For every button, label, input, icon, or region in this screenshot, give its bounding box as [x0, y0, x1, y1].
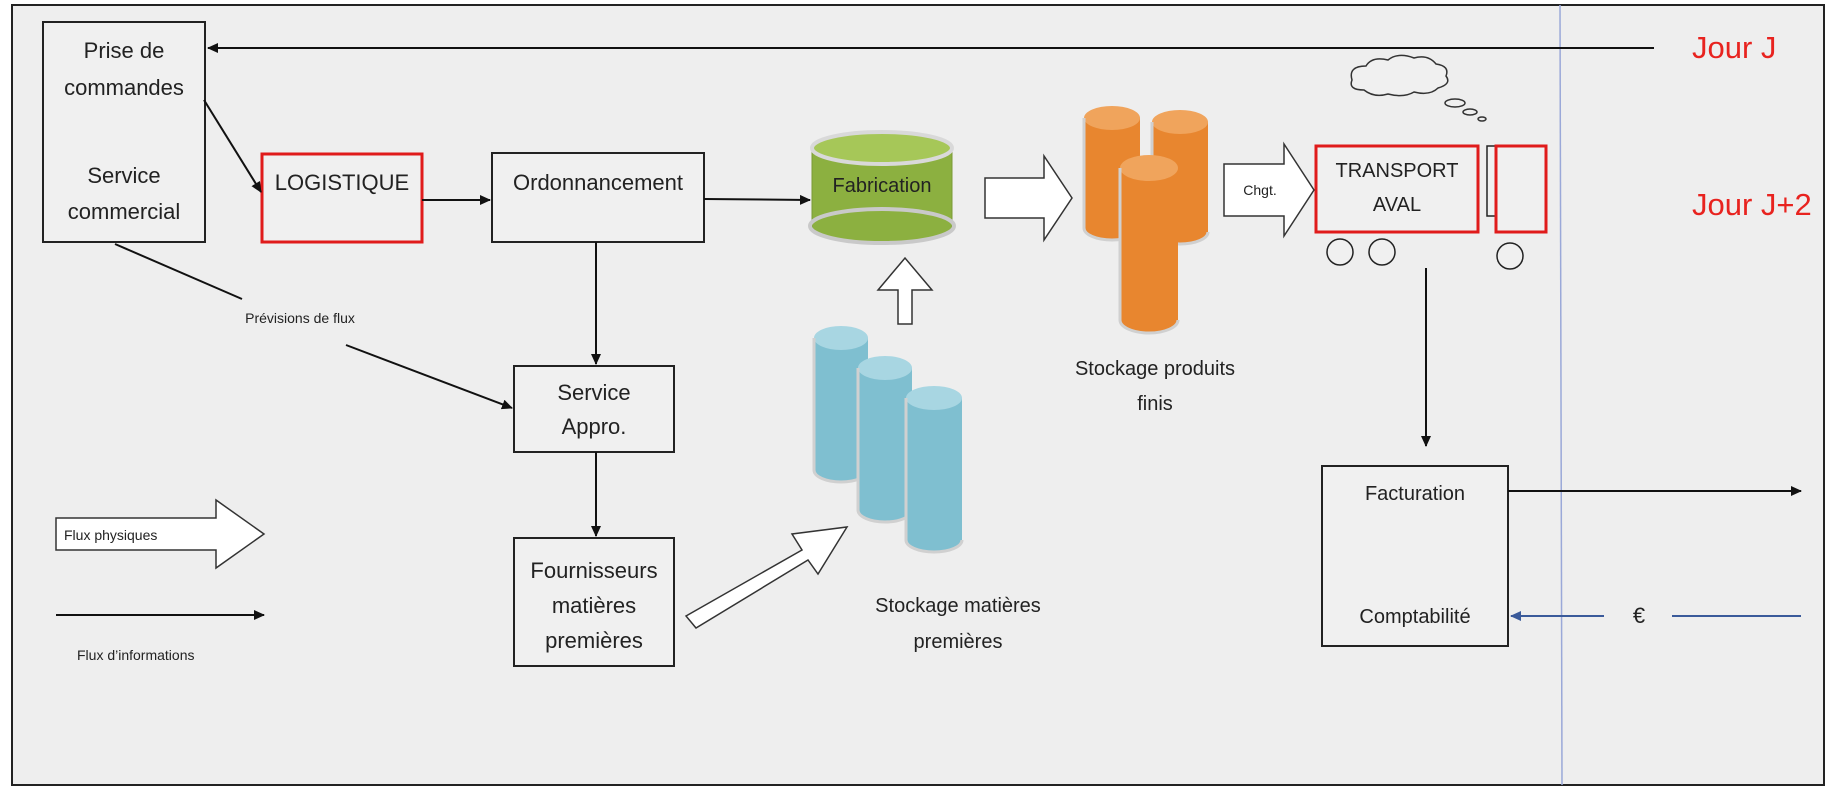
- billing-accounting-box: Facturation Comptabilité: [1321, 465, 1509, 647]
- stock-pf-line2: finis: [1137, 393, 1173, 415]
- stock-mp-line2: premières: [914, 631, 1003, 653]
- suppliers-to-stock-arrow: [684, 526, 849, 629]
- information-flow-arrows: [56, 43, 1802, 620]
- fab-to-stock-arrow: [984, 153, 1073, 243]
- service-appro-box: Service Appro.: [513, 365, 675, 453]
- legend-physical-label: Flux physiques: [64, 527, 157, 543]
- ordonnancement-box: Ordonnancement: [491, 152, 705, 243]
- physical-flow-arrows: [55, 141, 1315, 629]
- forecast-arrow: [345, 344, 513, 410]
- prise-line2: commandes: [64, 75, 184, 100]
- legend-physical-arrow: [55, 498, 266, 570]
- stock-mp-line1: Stockage matières: [875, 595, 1041, 617]
- transport-line1: TRANSPORT: [1336, 160, 1459, 182]
- prise-line1: Prise de: [84, 38, 165, 63]
- service-line1: Service: [87, 163, 160, 188]
- jour-j-label: Jour J: [1692, 30, 1776, 65]
- truck-icon: TRANSPORT AVAL: [1314, 54, 1548, 270]
- fourn-line3: premières: [545, 628, 643, 653]
- comptabilite-label: Comptabilité: [1359, 606, 1470, 628]
- facturation-label: Facturation: [1365, 483, 1465, 505]
- chgt-arrow: [1223, 141, 1315, 239]
- stock-to-fab-arrow: [876, 256, 934, 325]
- order-taking-box: Prise de commandes Service commercial: [42, 21, 206, 243]
- logistique-label: LOGISTIQUE: [275, 170, 409, 195]
- legend-info-label: Flux d’informations: [77, 647, 195, 663]
- chgt-label: Chgt.: [1243, 182, 1276, 198]
- fabrication-label: Fabrication: [833, 175, 932, 197]
- fabrication-cylinder: Fabrication: [808, 130, 956, 245]
- finished-goods-stock-icon: [1082, 106, 1210, 335]
- euro-label: €: [1633, 603, 1645, 628]
- fourn-line2: matières: [552, 593, 636, 618]
- service-line2: commercial: [68, 199, 180, 224]
- logistique-box: LOGISTIQUE: [260, 152, 424, 244]
- to-fabrication-arrow: [703, 194, 811, 205]
- fourn-line1: Fournisseurs: [530, 558, 657, 583]
- appro-line2: Appro.: [562, 414, 627, 439]
- period-divider: [1559, 4, 1563, 786]
- forecast-line-1: [114, 243, 243, 300]
- appro-line1: Service: [557, 380, 630, 405]
- smoke-cloud-icon: [1350, 54, 1449, 97]
- jour-j2-label: Jour J+2: [1692, 187, 1812, 222]
- previsions-label: Prévisions de flux: [245, 310, 355, 326]
- transport-line2: AVAL: [1373, 194, 1421, 216]
- raw-materials-stock-icon: [812, 326, 964, 554]
- fournisseurs-box: Fournisseurs matières premières: [513, 537, 675, 667]
- to-logistique-arrow: [203, 99, 262, 193]
- stock-pf-line1: Stockage produits: [1075, 358, 1235, 380]
- ordonnancement-label: Ordonnancement: [513, 170, 683, 195]
